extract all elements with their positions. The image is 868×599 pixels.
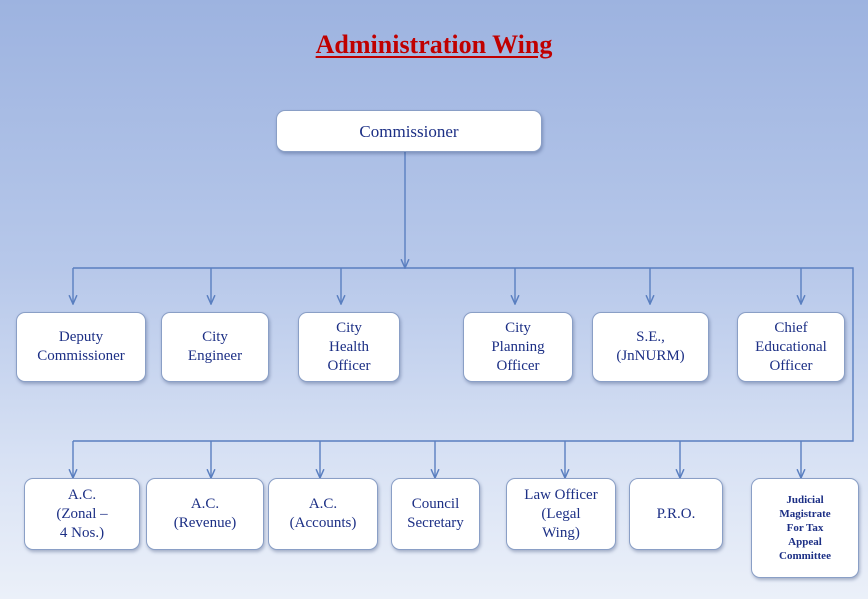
node-label: Chief Educational Officer xyxy=(755,319,827,374)
node-label: Deputy Commissioner xyxy=(37,329,125,364)
node-deputy-commissioner: Deputy Commissioner xyxy=(16,312,146,382)
node-council-secretary: Council Secretary xyxy=(391,478,480,550)
node-law-officer: Law Officer (Legal Wing) xyxy=(506,478,616,550)
node-city-planning-officer: City Planning Officer xyxy=(463,312,573,382)
node-se-jnnurm: S.E., (JnNURM) xyxy=(592,312,709,382)
node-label: P.R.O. xyxy=(656,505,696,522)
node-city-health-officer: City Health Officer xyxy=(298,312,400,382)
chart-title: Administration Wing xyxy=(315,30,553,59)
node-label: City Engineer xyxy=(187,329,243,364)
node-label: S.E., (JnNURM) xyxy=(616,329,685,364)
node-label: A.C. (Accounts) xyxy=(289,496,357,531)
node-label: Council Secretary xyxy=(407,496,464,531)
node-pro: P.R.O. xyxy=(629,478,723,550)
node-label: Commissioner xyxy=(359,121,459,141)
node-label: Law Officer (Legal Wing) xyxy=(524,486,598,541)
node-ac-zonal: A.C. (Zonal – 4 Nos.) xyxy=(24,478,140,550)
node-judicial-magistrate: Judicial Magistrate For Tax Appeal Commi… xyxy=(751,478,859,578)
node-label: City Health Officer xyxy=(327,319,371,374)
node-label: Judicial Magistrate For Tax Appeal Commi… xyxy=(779,494,831,562)
node-label: City Planning Officer xyxy=(491,319,545,374)
node-label: A.C. (Zonal – 4 Nos.) xyxy=(56,486,108,541)
node-label: A.C. (Revenue) xyxy=(173,496,237,531)
node-commissioner: Commissioner xyxy=(276,110,542,152)
node-city-engineer: City Engineer xyxy=(161,312,269,382)
node-ac-revenue: A.C. (Revenue) xyxy=(146,478,264,550)
node-chief-educational-officer: Chief Educational Officer xyxy=(737,312,845,382)
node-ac-accounts: A.C. (Accounts) xyxy=(268,478,378,550)
